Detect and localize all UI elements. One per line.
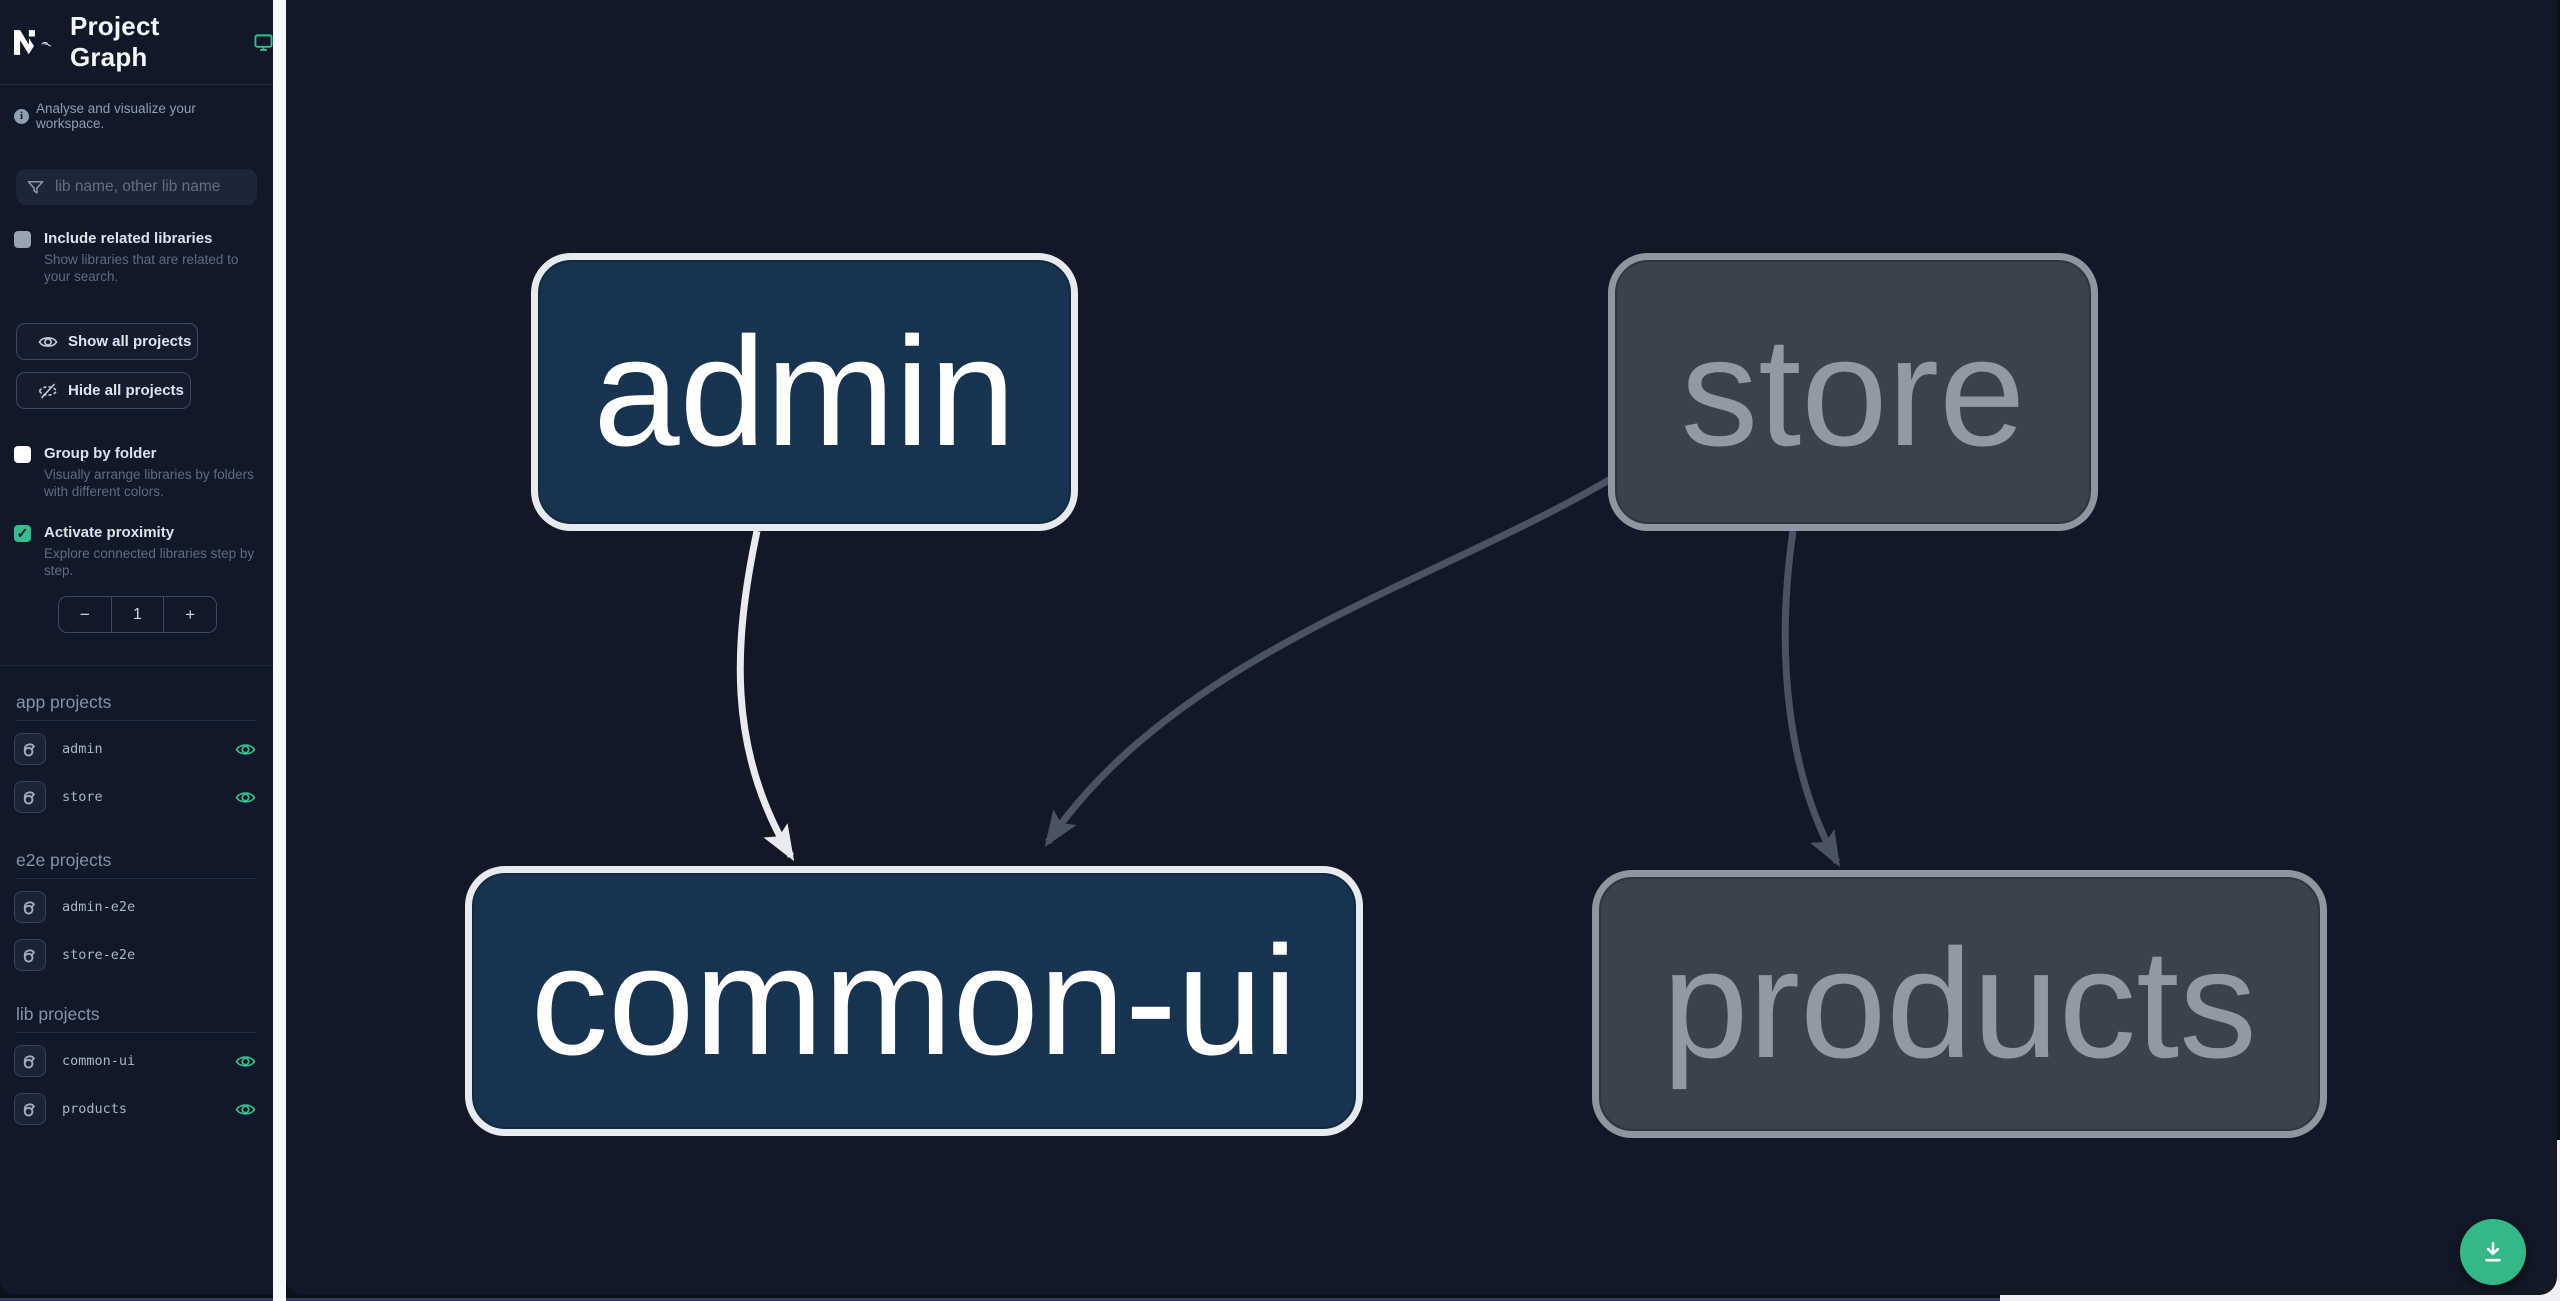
edge-admin-to-common-ui[interactable] (736, 530, 795, 862)
proximity-value: 1 (110, 597, 165, 632)
project-row[interactable]: admin (0, 729, 273, 769)
decrement-button[interactable]: − (79, 604, 90, 624)
option-group-by-folder[interactable]: ✓ Group by folder Visually arrange libra… (14, 445, 259, 500)
graph-node-store[interactable]: store (1608, 253, 2098, 531)
project-name: store (62, 789, 103, 805)
graph-edges (736, 473, 1841, 868)
option-activate-proximity[interactable]: ✓ Activate proximity Explore connected l… (14, 524, 259, 579)
section-app-projects: app projects admin (0, 692, 273, 817)
monitor-icon[interactable] (254, 33, 273, 52)
option-label[interactable]: Group by folder (44, 445, 157, 462)
graph-canvas[interactable]: admin store common-ui products (286, 0, 2557, 1295)
filter-icon (26, 178, 45, 197)
page-title: Project Graph (69, 11, 160, 72)
section-title: e2e projects (16, 850, 257, 879)
focus-project-button[interactable] (14, 891, 46, 923)
project-name: common-ui (62, 1053, 136, 1069)
search-box (16, 169, 257, 205)
project-name: store-e2e (62, 947, 136, 963)
section-e2e-projects: e2e projects admin-e2e store-e2e (0, 850, 273, 975)
sidebar-divider (0, 665, 273, 666)
include-related-checkbox[interactable]: ✓ (14, 231, 31, 248)
search-input[interactable] (53, 177, 237, 197)
section-title: lib projects (16, 1004, 257, 1033)
edge-store-to-common-ui[interactable] (1044, 473, 1616, 847)
sidebar-header: Project Graph (0, 0, 273, 85)
project-row[interactable]: common-ui (0, 1041, 273, 1081)
option-description: Explore connected libraries step by step… (44, 546, 255, 578)
toggle-visibility-eye-icon[interactable] (235, 787, 256, 808)
option-description: Visually arrange libraries by folders wi… (44, 467, 254, 499)
project-row[interactable]: admin-e2e (0, 887, 273, 927)
focus-project-button[interactable] (14, 939, 46, 971)
section-lib-projects: lib projects common-ui (0, 1004, 273, 1129)
download-icon (2479, 1238, 2507, 1266)
graph-node-common-ui[interactable]: common-ui (465, 866, 1363, 1136)
window-bottom-edge (0, 1298, 2560, 1301)
project-name: admin-e2e (62, 899, 136, 915)
project-name: admin (62, 741, 103, 757)
eye-off-icon (38, 381, 58, 401)
toggle-visibility-eye-icon[interactable] (235, 1099, 256, 1120)
option-label[interactable]: Include related libraries (44, 230, 213, 247)
section-title: app projects (16, 692, 257, 721)
activate-proximity-checkbox[interactable]: ✓ (14, 525, 31, 542)
download-graph-button[interactable] (2460, 1219, 2526, 1285)
increment-button[interactable]: + (185, 604, 196, 624)
focus-project-button[interactable] (14, 1093, 46, 1125)
graph-node-products[interactable]: products (1592, 870, 2327, 1138)
panel-resizer[interactable] (273, 0, 286, 1301)
toggle-visibility-eye-icon[interactable] (235, 1051, 256, 1072)
focus-project-button[interactable] (14, 781, 46, 813)
eye-icon (38, 332, 58, 352)
focus-project-button[interactable] (14, 1045, 46, 1077)
group-by-folder-checkbox[interactable]: ✓ (14, 446, 31, 463)
project-row[interactable]: products (0, 1089, 273, 1129)
project-row[interactable]: store (0, 777, 273, 817)
focus-project-button[interactable] (14, 733, 46, 765)
show-all-projects-button[interactable]: Show all projects (16, 323, 199, 360)
workspace-tagline: i Analyse and visualize your workspace. (14, 101, 259, 131)
hide-all-projects-button[interactable]: Hide all projects (16, 372, 191, 409)
option-description: Show libraries that are related to your … (44, 252, 239, 284)
project-row[interactable]: store-e2e (0, 935, 273, 975)
info-icon: i (14, 108, 29, 124)
graph-node-admin[interactable]: admin (531, 253, 1078, 531)
edge-store-to-products[interactable] (1781, 530, 1841, 868)
option-include-related[interactable]: ✓ Include related libraries Show librari… (14, 230, 259, 285)
nx-logo-icon (14, 29, 52, 55)
project-name: products (62, 1101, 128, 1117)
option-label[interactable]: Activate proximity (44, 524, 175, 541)
toggle-visibility-eye-icon[interactable] (235, 739, 256, 760)
sidebar: Project Graph i Analyse and visualize yo… (0, 0, 273, 1294)
proximity-stepper: − 1 + (58, 596, 217, 633)
